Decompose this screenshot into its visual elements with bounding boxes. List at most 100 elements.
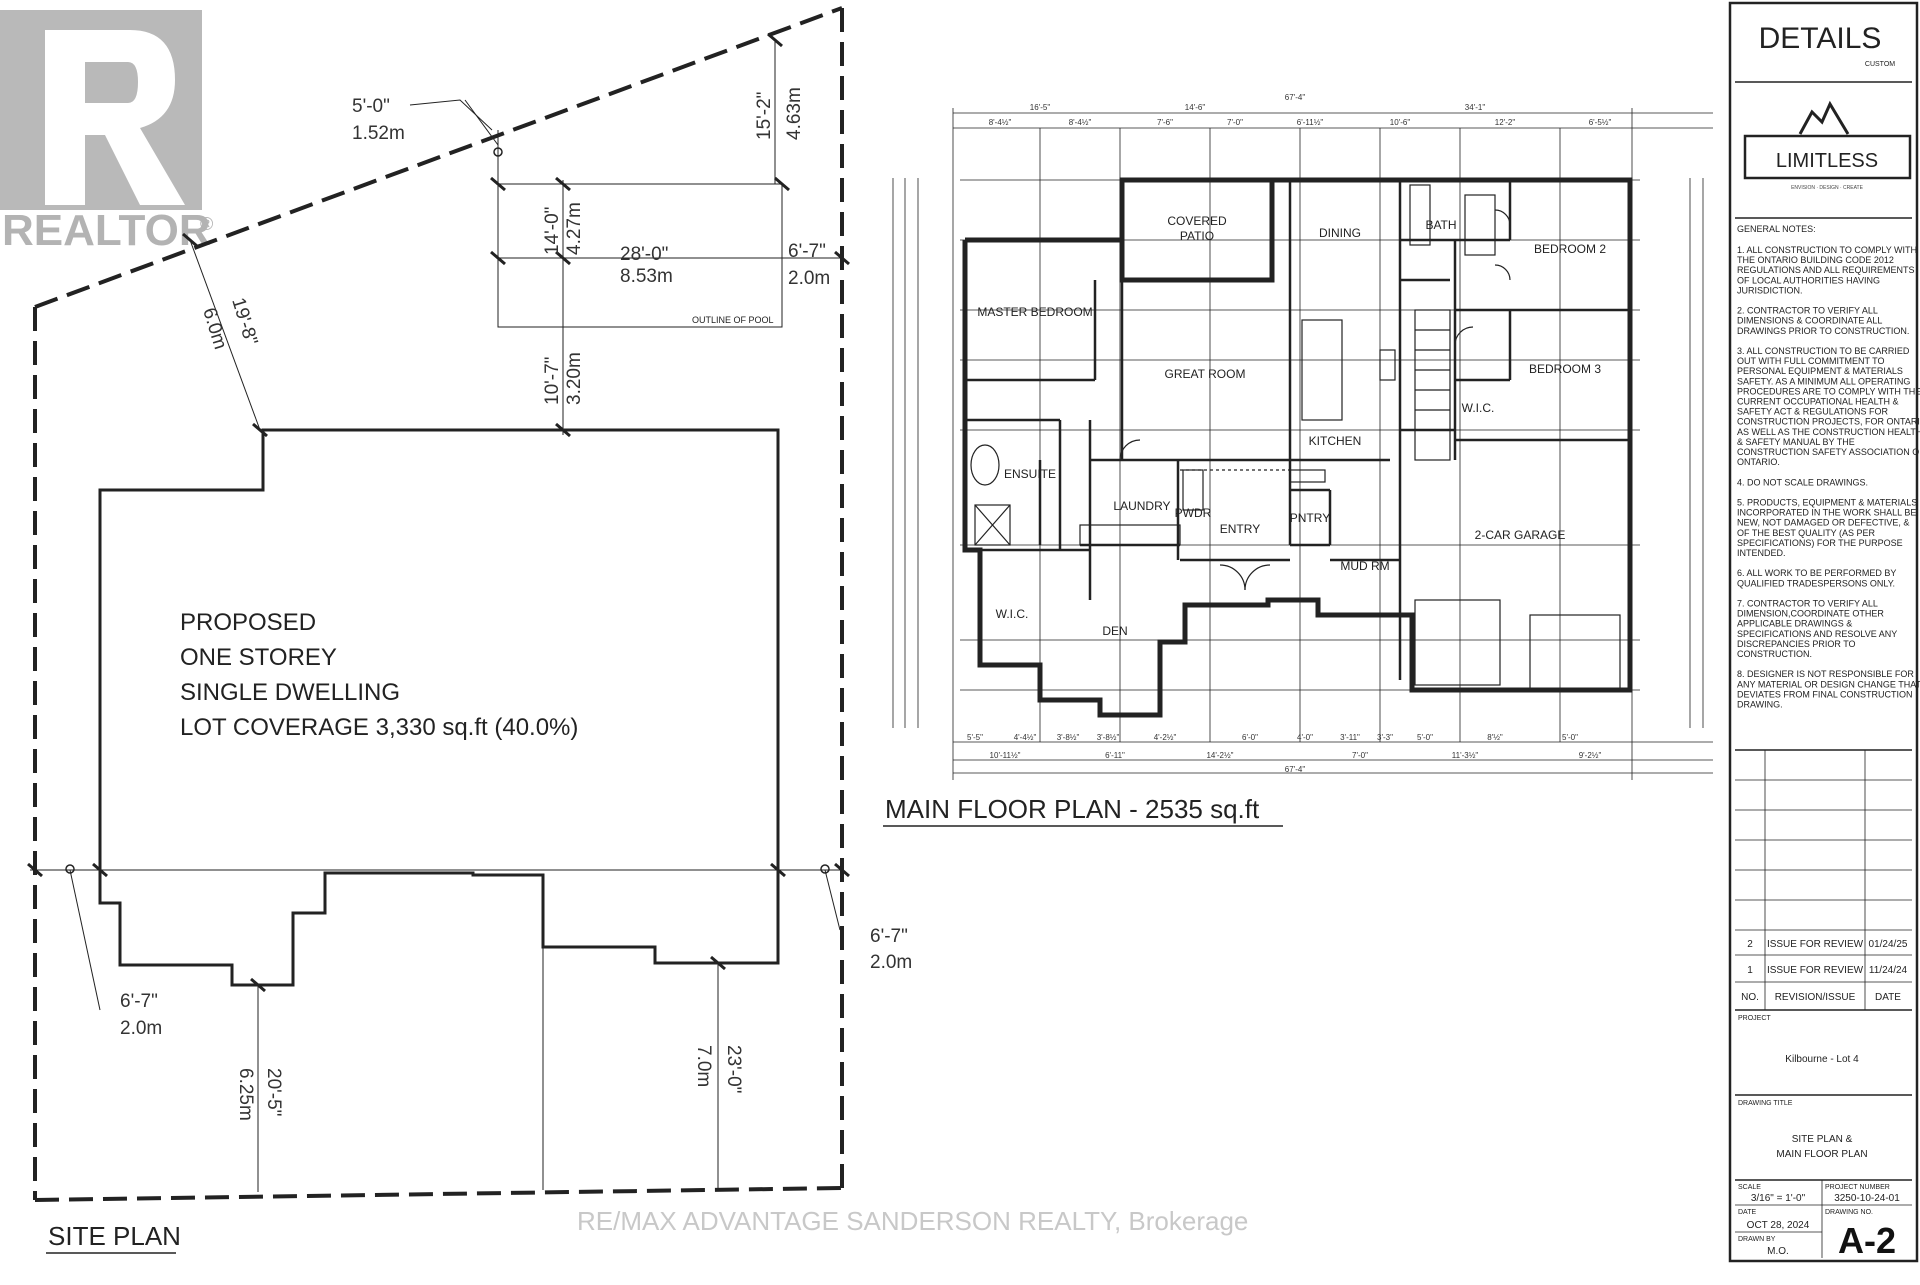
dim-10ft-metric: 3.20m xyxy=(564,352,585,405)
dim-6ft-left-metric: 2.0m xyxy=(120,1018,162,1039)
room-wic-right: W.I.C. xyxy=(1462,401,1495,415)
dim-6ft-top-imperial: 6'-7" xyxy=(788,241,826,262)
title-block xyxy=(1728,1,1919,1263)
dim-top2-2: 8'-4½" xyxy=(1069,118,1092,127)
room-pntry: PNTRY xyxy=(1290,511,1330,525)
room-wic-left: W.I.C. xyxy=(996,607,1029,621)
site-plan-labels: PROPOSED ONE STOREY SINGLE DWELLING LOT … xyxy=(46,87,912,1254)
dim-14ft-metric: 4.27m xyxy=(564,202,585,255)
drawing-title-label: DRAWING TITLE xyxy=(1738,1100,1793,1107)
general-note-line: APPLICABLE DRAWINGS & xyxy=(1737,619,1852,629)
date-value: OCT 28, 2024 xyxy=(1747,1220,1810,1231)
general-note-line: ONTARIO. xyxy=(1737,457,1780,467)
general-note-line: DRAWINGS PRIOR TO CONSTRUCTION. xyxy=(1737,326,1909,336)
general-note-line: OF THE BEST QUALITY (AS PER xyxy=(1737,528,1876,538)
general-note-line: PROCEDURES ARE TO COMPLY WITH THE xyxy=(1737,386,1920,396)
room-entry: ENTRY xyxy=(1220,522,1260,536)
dim-bottom-6: 6'-0" xyxy=(1242,733,1258,742)
rev-2-no: 2 xyxy=(1747,939,1753,950)
dim-20ft-metric: 6.25m xyxy=(235,1068,256,1121)
pool-label: OUTLINE OF POOL xyxy=(692,315,774,325)
room-laundry: LAUNDRY xyxy=(1113,499,1170,513)
general-note-line: 2. CONTRACTOR TO VERIFY ALL xyxy=(1737,306,1878,316)
dim-bottom-5: 4'-2½" xyxy=(1154,733,1177,742)
general-note-line: NEW, NOT DAMAGED OR DEFECTIVE, & xyxy=(1737,518,1909,528)
general-note-line: 5. PRODUCTS, EQUIPMENT & MATERIALS xyxy=(1737,498,1917,508)
room-kitchen: KITCHEN xyxy=(1309,434,1362,448)
room-2-car-garage: 2-CAR GARAGE xyxy=(1475,528,1566,542)
general-note-line: DEVIATES FROM FINAL CONSTRUCTION xyxy=(1737,689,1913,699)
room-mud-rm: MUD RM xyxy=(1340,559,1389,573)
general-note-line: DRAWING. xyxy=(1737,700,1783,710)
room-bedroom-2: BEDROOM 2 xyxy=(1534,242,1606,256)
limitless-logo-box xyxy=(1743,134,1912,180)
rev-1-date: 11/24/24 xyxy=(1869,965,1908,976)
partner-name: LIMITLESS xyxy=(1776,150,1878,172)
realtor-logo-registered: ® xyxy=(200,214,213,234)
dim-top2-7: 12'-2" xyxy=(1495,118,1516,127)
brand-sub: CUSTOM xyxy=(1865,61,1895,68)
dim-5ft-imperial: 5'-0" xyxy=(352,96,390,117)
lot-line-front xyxy=(34,6,843,309)
dim-28ft-imperial: 28'-0" xyxy=(620,244,668,265)
rev-2-issue: ISSUE FOR REVIEW xyxy=(1767,939,1864,950)
dim-6ft-left-imperial: 6'-7" xyxy=(120,991,158,1012)
scale-value: 3/16" = 1'-0" xyxy=(1751,1193,1806,1204)
general-note-line: ANY MATERIAL OR DESIGN CHANGE THAT xyxy=(1737,679,1920,689)
realtor-logo: REALTOR ® xyxy=(0,10,213,255)
dim-bottom2-1: 10'-11½" xyxy=(990,751,1021,760)
drawing-no-label: DRAWING NO. xyxy=(1825,1209,1873,1216)
dim-bottom-3: 3'-8½" xyxy=(1057,733,1080,742)
dim-19ft-imperial: 19'-8" xyxy=(227,295,261,347)
dim-bottom2-5: 11'-3½" xyxy=(1452,751,1479,760)
general-note-line: OF LOCAL AUTHORITIES HAVING xyxy=(1737,275,1880,285)
project-number-label: PROJECT NUMBER xyxy=(1825,1184,1890,1191)
general-note-line: PERSONAL EQUIPMENT & MATERIALS xyxy=(1737,366,1903,376)
realtor-logo-text: REALTOR xyxy=(2,206,211,255)
drawing-title-line-2: MAIN FLOOR PLAN xyxy=(1776,1149,1867,1160)
dim-bottom2-4: 7'-0" xyxy=(1352,751,1368,760)
dim-bottom-1: 5'-5" xyxy=(967,733,983,742)
dim-bottom2-3: 14'-2½" xyxy=(1206,751,1233,760)
general-note-line: DIMENSION,COORDINATE OTHER xyxy=(1737,609,1884,619)
dim-bottom-4: 3'-8½" xyxy=(1097,733,1120,742)
brokerage-watermark: RE/MAX ADVANTAGE SANDERSON REALTY, Broke… xyxy=(577,1206,1248,1236)
general-note-line: 6. ALL WORK TO BE PERFORMED BY xyxy=(1737,568,1896,578)
rev-header-date: DATE xyxy=(1875,992,1901,1003)
dim-bottom-9: 3'-3" xyxy=(1377,733,1393,742)
dim-28ft-metric: 8.53m xyxy=(620,266,673,287)
project-label: PROJECT xyxy=(1738,1015,1771,1022)
rev-1-no: 1 xyxy=(1747,965,1753,976)
title-block-frame xyxy=(1728,1,1919,1263)
dim-23ft-imperial: 23'-0" xyxy=(723,1045,744,1093)
dim-6ft-right-metric: 2.0m xyxy=(870,952,912,973)
dim-bottom-7: 4'-0" xyxy=(1297,733,1313,742)
dim-10ft-imperial: 10'-7" xyxy=(542,357,563,405)
general-note-line: THE ONTARIO BUILDING CODE 2012 xyxy=(1737,255,1894,265)
general-note-line: & SAFETY MANUAL BY THE xyxy=(1737,437,1855,447)
general-note-line: QUALIFIED TRADESPERSONS ONLY. xyxy=(1737,578,1895,588)
dim-bottom-2: 4'-4½" xyxy=(1014,733,1037,742)
notes-heading: GENERAL NOTES: xyxy=(1737,224,1816,234)
general-note-line: JURISDICTION. xyxy=(1737,285,1803,295)
realtor-r-icon xyxy=(45,30,185,205)
general-note-line: AS WELL AS THE CONSTRUCTION HEALTH xyxy=(1737,427,1920,437)
dim-top2-4: 7'-0" xyxy=(1227,118,1243,127)
general-note-line: SAFETY ACT & REGULATIONS FOR xyxy=(1737,407,1889,417)
rev-header-issue: REVISION/ISSUE xyxy=(1775,992,1856,1003)
drawing-number: A-2 xyxy=(1838,1220,1896,1261)
house-label-line-3: SINGLE DWELLING xyxy=(180,679,400,706)
dim-top-1: 16'-5" xyxy=(1030,103,1051,112)
dim-top2-3: 7'-6" xyxy=(1157,118,1173,127)
room-ensuite: ENSUITE xyxy=(1004,467,1056,481)
main-floor-plan: COVERED PATIO DINING BATH BEDROOM 2 MAST… xyxy=(892,93,1713,780)
drawing-title-line-1: SITE PLAN & xyxy=(1792,1134,1853,1145)
general-note-line: 3. ALL CONSTRUCTION TO BE CARRIED xyxy=(1737,346,1910,356)
dim-6ft-top-metric: 2.0m xyxy=(788,268,830,289)
dim-23ft-metric: 7.0m xyxy=(693,1045,714,1087)
general-note-line: DIMENSIONS & COORDINATE ALL xyxy=(1737,316,1882,326)
general-note-line: 4. DO NOT SCALE DRAWINGS. xyxy=(1737,477,1868,487)
house-label-line-4: LOT COVERAGE 3,330 sq.ft (40.0%) xyxy=(180,714,578,741)
